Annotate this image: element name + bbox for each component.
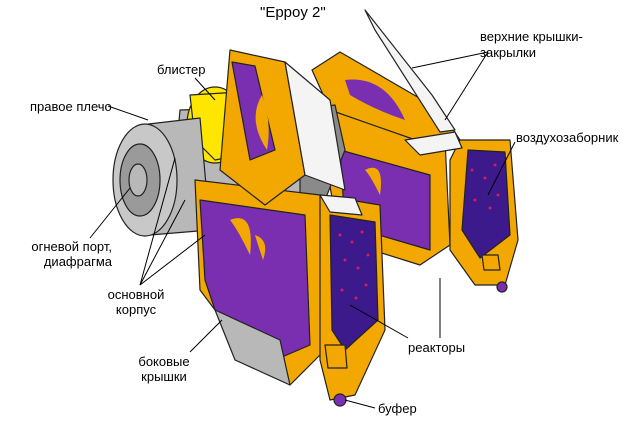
label-fire-port-line1: огневой порт, [31, 239, 112, 254]
label-blister: блистер [157, 62, 206, 77]
intake-dots [338, 163, 500, 300]
label-side-covers-line1: боковые [138, 354, 190, 369]
leader-lines [89, 51, 516, 409]
right-shoulder [112, 117, 211, 237]
label-top-flaps-line2: закрылки [480, 45, 536, 60]
front-reactor-pod [194, 49, 386, 407]
label-air-intake: воздухозаборник [516, 130, 619, 145]
diagram-title: "Eppoy 2" [260, 4, 326, 21]
label-buffer: буфер [378, 401, 417, 416]
label-main-body-line2: корпус [115, 302, 157, 317]
label-main-body-line1: основной [107, 287, 165, 302]
label-reactors: реакторы [408, 340, 466, 355]
label-side-covers-line2: крышки [141, 369, 187, 384]
label-top-flaps-line1: верхние крышки- [480, 29, 583, 44]
label-fire-port-line2: диафрагма [43, 254, 112, 269]
label-right-shoulder: правое плечо [30, 99, 112, 114]
